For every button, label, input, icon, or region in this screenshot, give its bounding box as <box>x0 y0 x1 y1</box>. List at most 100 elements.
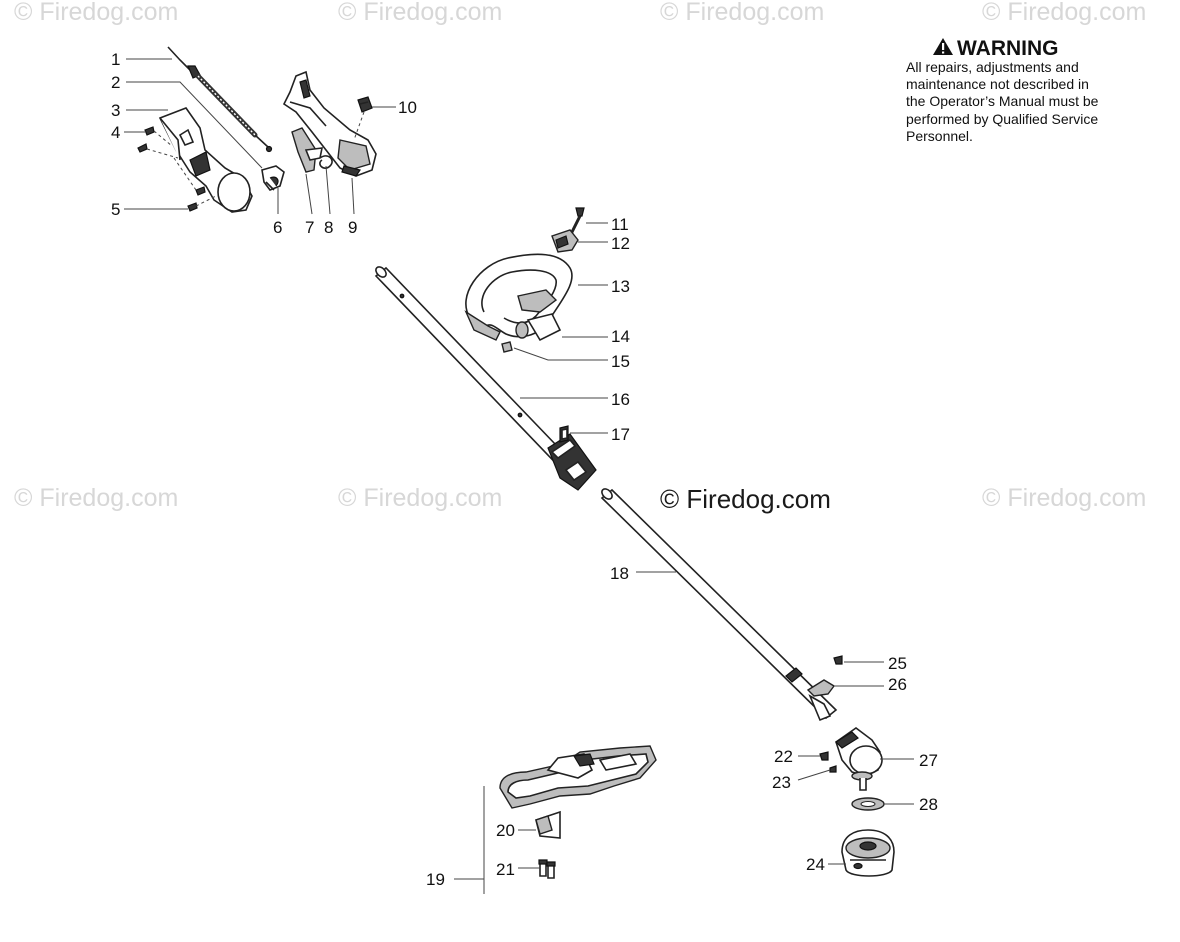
callout-10: 10 <box>398 98 417 117</box>
callout-7: 7 <box>305 218 314 237</box>
callout-24: 24 <box>806 855 825 874</box>
callout-27: 27 <box>919 751 938 770</box>
part-25-screw <box>833 655 843 665</box>
part-5-screw-guide <box>173 157 217 207</box>
part-9-handle-rib <box>289 101 327 127</box>
part-1-cable-coil <box>197 75 256 136</box>
watermark: © Firedog.com <box>14 0 178 26</box>
callout-26: 26 <box>888 675 907 694</box>
part-12-bracket-center <box>555 235 569 249</box>
warning-line: the Operator’s Manual must be <box>906 93 1099 110</box>
callout-19: 19 <box>426 870 445 889</box>
part-19-guard-clip <box>573 753 595 767</box>
part-18-lower-shaft <box>600 488 838 720</box>
part-3-housing-tab <box>178 128 195 147</box>
part-16-coupler-window <box>564 460 588 482</box>
part-1-cable-tip <box>254 134 269 148</box>
part-27-gear-arbor <box>859 778 867 791</box>
callout-12: 12 <box>611 234 630 253</box>
part-4-screw <box>144 126 155 136</box>
callout-25: 25 <box>888 654 907 673</box>
part-4-screw-guide <box>146 130 179 159</box>
part-13-handle-base <box>517 289 558 313</box>
part-10-guide <box>353 111 365 141</box>
warning-triangle-icon <box>933 38 953 55</box>
part-9-handle-tip <box>299 79 311 99</box>
part-16-shaft-hole <box>399 293 405 299</box>
part-17-clamp-face <box>561 428 568 440</box>
part-19-guard-blade-cover <box>598 753 638 771</box>
watermark: © Firedog.com <box>338 484 502 512</box>
watermark: © Firedog.com <box>14 484 178 512</box>
part-24-spool-hub <box>859 841 877 851</box>
watermarks: © Firedog.com © Firedog.com © Firedog.co… <box>14 0 1146 514</box>
warning-line: performed by Qualified Service <box>906 110 1099 127</box>
callout-23: 23 <box>772 773 791 792</box>
callout-11: 11 <box>611 215 629 234</box>
callout-17: 17 <box>611 425 630 444</box>
part-18-shaft-band <box>785 667 803 683</box>
assist-handle-assembly <box>464 207 585 353</box>
warning-heading: WARNING <box>932 37 1059 61</box>
part-4-screw <box>137 143 148 153</box>
warning-line: Personnel. <box>906 127 973 144</box>
callout-1: 1 <box>111 50 120 69</box>
part-5-screw <box>195 186 206 196</box>
guard-kit <box>483 745 657 894</box>
part-24-spool-eyelet <box>853 862 863 870</box>
watermark: © Firedog.com <box>338 0 502 26</box>
part-1-cable <box>167 46 191 71</box>
warning-line: maintenance not described in <box>906 76 1089 93</box>
part-18-shaft-end <box>601 488 613 500</box>
part-16-shaft-hole <box>517 412 523 418</box>
part-6-lockout-pin <box>265 181 275 191</box>
part-11-bolt-head <box>575 207 585 217</box>
part-9-handle-clip <box>341 165 361 177</box>
leader-lines <box>124 58 914 880</box>
part-5-screw <box>187 202 198 212</box>
callout-2: 2 <box>111 73 120 92</box>
part-16-coupler-band <box>550 438 577 460</box>
watermark-center: © Firedog.com <box>660 484 831 514</box>
warning-title: WARNING <box>957 37 1059 60</box>
part-27-gear-collar <box>835 731 859 749</box>
part-16-shaft-end <box>375 266 387 278</box>
part-7-trigger <box>291 127 317 173</box>
part-6-lockout-spring <box>269 176 279 187</box>
callout-20: 20 <box>496 821 515 840</box>
callout-16: 16 <box>611 390 630 409</box>
callout-numbers: 1 2 3 4 5 6 7 8 9 10 11 12 13 14 15 16 1… <box>111 50 938 889</box>
callout-6: 6 <box>273 218 282 237</box>
callout-13: 13 <box>611 277 630 296</box>
warning-line: All repairs, adjustments and <box>906 59 1079 75</box>
part-3-housing-cup <box>217 172 251 212</box>
part-15-nut <box>501 341 513 353</box>
callout-22: 22 <box>774 747 793 766</box>
upper-shaft-assembly <box>374 266 597 491</box>
callout-9: 9 <box>348 218 357 237</box>
throttle-assembly <box>137 46 377 213</box>
part-3-housing-edge <box>159 117 181 161</box>
part-20-blade-edge <box>535 815 553 835</box>
part-10-switch <box>357 96 373 113</box>
part-18-shaft-tip <box>808 694 832 722</box>
leader-23 <box>797 769 831 781</box>
leader-2 <box>126 81 263 169</box>
part-1-cable-ferrule <box>265 145 273 153</box>
part-9-handle-rear <box>337 139 371 171</box>
warning-text: All repairs, adjustments and maintenance… <box>906 59 1156 145</box>
callout-15: 15 <box>611 352 630 371</box>
part-22-screw <box>819 751 829 761</box>
lower-shaft-assembly <box>600 488 843 722</box>
callout-3: 3 <box>111 101 120 120</box>
part-28-washer-hole <box>860 801 876 807</box>
part-13-grip-pad <box>464 310 501 341</box>
part-10-switch-face <box>359 101 369 105</box>
part-27-gear-housing <box>849 745 883 775</box>
part-23-screw <box>829 765 837 773</box>
callout-4: 4 <box>111 123 120 142</box>
watermark: © Firedog.com <box>660 0 824 26</box>
callout-14: 14 <box>611 327 630 346</box>
part-14-clamp-knob <box>515 321 529 339</box>
